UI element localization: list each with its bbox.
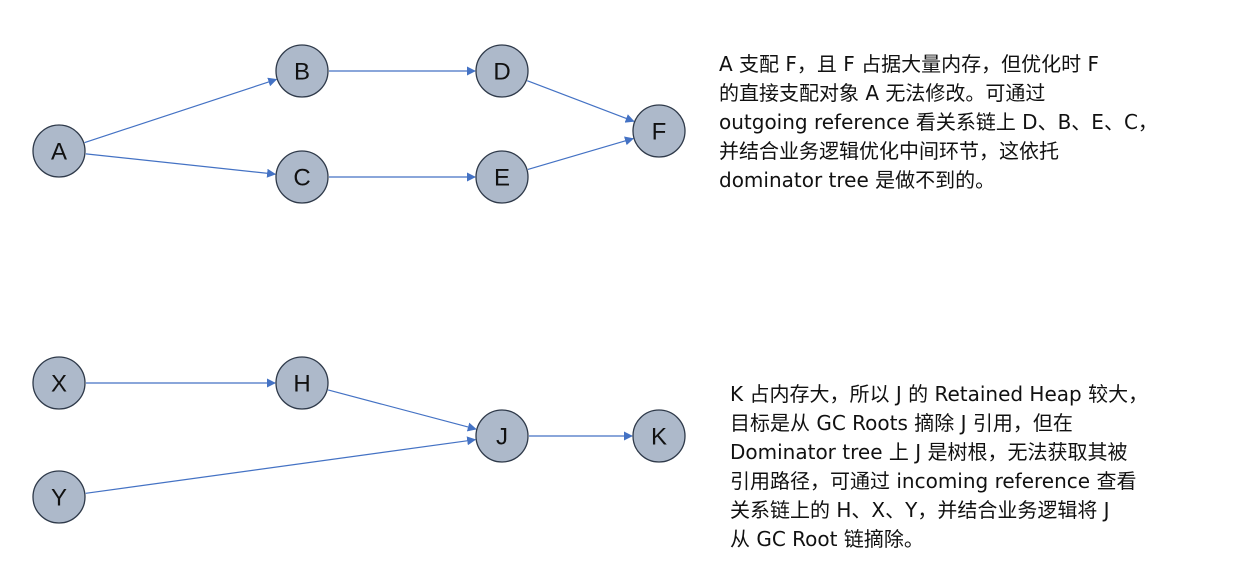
note-line: 并结合业务逻辑优化中间环节，这依托 (719, 139, 1059, 163)
node-circle (475, 409, 529, 463)
edge-h-to-j (327, 389, 477, 432)
note-line: Dominator tree 上 J 是树根，无法获取其被 (730, 440, 1128, 464)
note-line: 从 GC Root 链摘除。 (730, 527, 924, 551)
node-label: Y (51, 485, 67, 512)
node-label: K (651, 424, 667, 451)
edge-a-to-c (85, 153, 277, 178)
node-d: D (475, 44, 529, 98)
node-h: H (275, 356, 329, 410)
node-circle (632, 104, 686, 158)
edge-a-to-b (84, 77, 278, 144)
note-line: 目标是从 GC Roots 摘除 J 引用，但在 (730, 411, 1073, 435)
node-a: A (32, 124, 86, 178)
node-circle (475, 44, 529, 98)
edge-y-to-j (85, 436, 477, 494)
nodes-layer: A B C D E F X H Y J K (32, 44, 686, 524)
node-e: E (475, 150, 529, 204)
edges-layer (84, 66, 635, 494)
node-circle (275, 150, 329, 204)
node-label: D (493, 59, 510, 86)
outgoing-reference-note: A 支配 F，且 F 占据大量内存，但优化时 F 的直接支配对象 A 无法修改。… (719, 50, 1158, 195)
node-f: F (632, 104, 686, 158)
node-circle (275, 44, 329, 98)
edge-e-to-f (527, 136, 634, 170)
note-line: K 占内存大，所以 J 的 Retained Heap 较大， (730, 382, 1149, 406)
node-circle (475, 150, 529, 204)
node-circle (632, 409, 686, 463)
node-label: J (496, 424, 508, 451)
node-j: J (475, 409, 529, 463)
node-c: C (275, 150, 329, 204)
node-circle (32, 470, 86, 524)
note-line: 的直接支配对象 A 无法修改。可通过 (719, 81, 1046, 105)
node-label: A (51, 139, 67, 166)
note-line: 关系链上的 H、X、Y，并结合业务逻辑将 J (730, 498, 1110, 522)
node-label: X (51, 371, 67, 398)
node-k: K (632, 409, 686, 463)
node-circle (32, 124, 86, 178)
node-circle (32, 356, 86, 410)
note-line: outgoing reference 看关系链上 D、B、E、C， (719, 110, 1158, 134)
note-line: A 支配 F，且 F 占据大量内存，但优化时 F (719, 52, 1099, 76)
node-label: F (652, 119, 667, 146)
note-line: 引用路径，可通过 incoming reference 查看 (730, 469, 1137, 493)
node-label: B (294, 59, 310, 86)
node-label: E (494, 165, 510, 192)
note-line: dominator tree 是做不到的。 (719, 168, 996, 192)
incoming-reference-note: K 占内存大，所以 J 的 Retained Heap 较大， 目标是从 GC … (730, 380, 1148, 554)
node-b: B (275, 44, 329, 98)
node-label: H (293, 371, 310, 398)
node-y: Y (32, 470, 86, 524)
edge-d-to-f (527, 80, 635, 123)
node-circle (275, 356, 329, 410)
node-x: X (32, 356, 86, 410)
node-label: C (293, 165, 310, 192)
